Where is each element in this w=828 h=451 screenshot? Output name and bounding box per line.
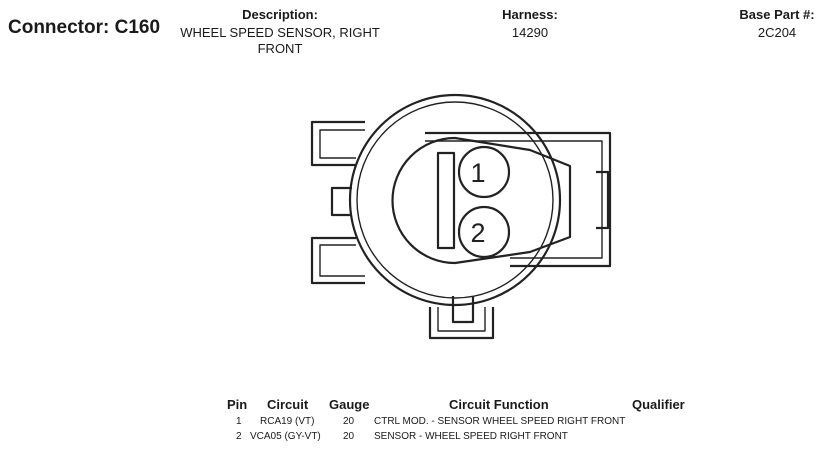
- pin-label-1: 1: [470, 158, 485, 188]
- col-header-function: Circuit Function: [449, 397, 549, 412]
- col-header-gauge: Gauge: [329, 397, 370, 412]
- upper-latch-tab: [310, 120, 365, 167]
- connector-title: Connector: C160: [8, 17, 161, 38]
- description-label: Description:: [242, 7, 318, 22]
- col-header-qualifier: Qualifier: [632, 397, 685, 412]
- housing-right-body: [425, 131, 612, 268]
- harness-label: Harness:: [502, 7, 558, 22]
- col-header-pin: Pin: [227, 397, 248, 412]
- row-circuit: VCA05 (GY-VT): [250, 431, 321, 442]
- row-circuit: RCA19 (VT): [260, 416, 315, 427]
- row-pin: 2: [236, 431, 242, 442]
- row-gauge: 20: [343, 416, 355, 427]
- row-function: CTRL MOD. - SENSOR WHEEL SPEED RIGHT FRO…: [374, 416, 626, 427]
- right-key: [596, 170, 610, 230]
- outer-body-ring: [348, 93, 562, 307]
- lower-latch-tab: [310, 236, 365, 285]
- pin-latch-bar: [436, 151, 456, 250]
- pin-cavity-1: [457, 145, 511, 199]
- row-pin: 1: [236, 416, 242, 427]
- inner-face: [391, 136, 572, 265]
- col-header-circuit: Circuit: [267, 397, 309, 412]
- harness-value: 14290: [511, 25, 549, 40]
- pin-label-2: 2: [470, 218, 485, 248]
- row-function: SENSOR - WHEEL SPEED RIGHT FRONT: [374, 431, 568, 442]
- base-part-label: Base Part #:: [739, 7, 815, 22]
- pin-cavity-2: [457, 205, 511, 259]
- description-value: WHEEL SPEED SENSOR, RIGHT FRONT: [180, 25, 380, 56]
- row-gauge: 20: [343, 431, 355, 442]
- middle-latch-tab: [330, 186, 352, 217]
- base-part-value: 2C204: [757, 25, 797, 40]
